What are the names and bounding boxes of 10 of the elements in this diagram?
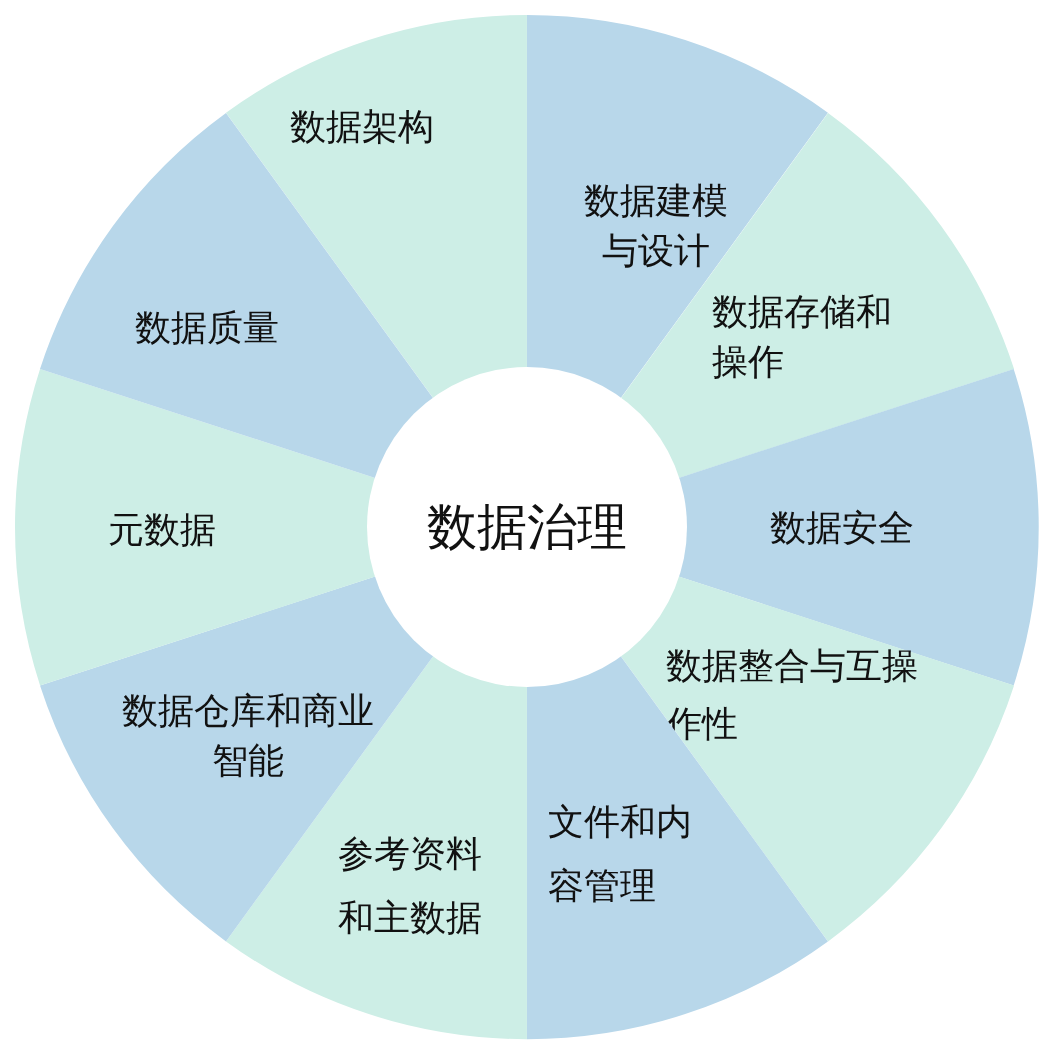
segment-label: 数据存储和操作: [712, 290, 893, 384]
segment-label: 数据安全: [770, 506, 915, 550]
segment-label: 数据质量: [135, 306, 280, 350]
segment-label: 数据仓库和商业智能: [121, 689, 375, 783]
segment-label: 文件和内容管理: [548, 800, 693, 908]
segment-label: 元数据: [108, 508, 217, 552]
segment-label: 数据建模与设计: [583, 179, 729, 273]
hub-label: 数据治理: [427, 496, 627, 558]
segment-label: 数据架构: [290, 105, 435, 149]
segment-label: 参考资料和主数据: [338, 832, 483, 940]
